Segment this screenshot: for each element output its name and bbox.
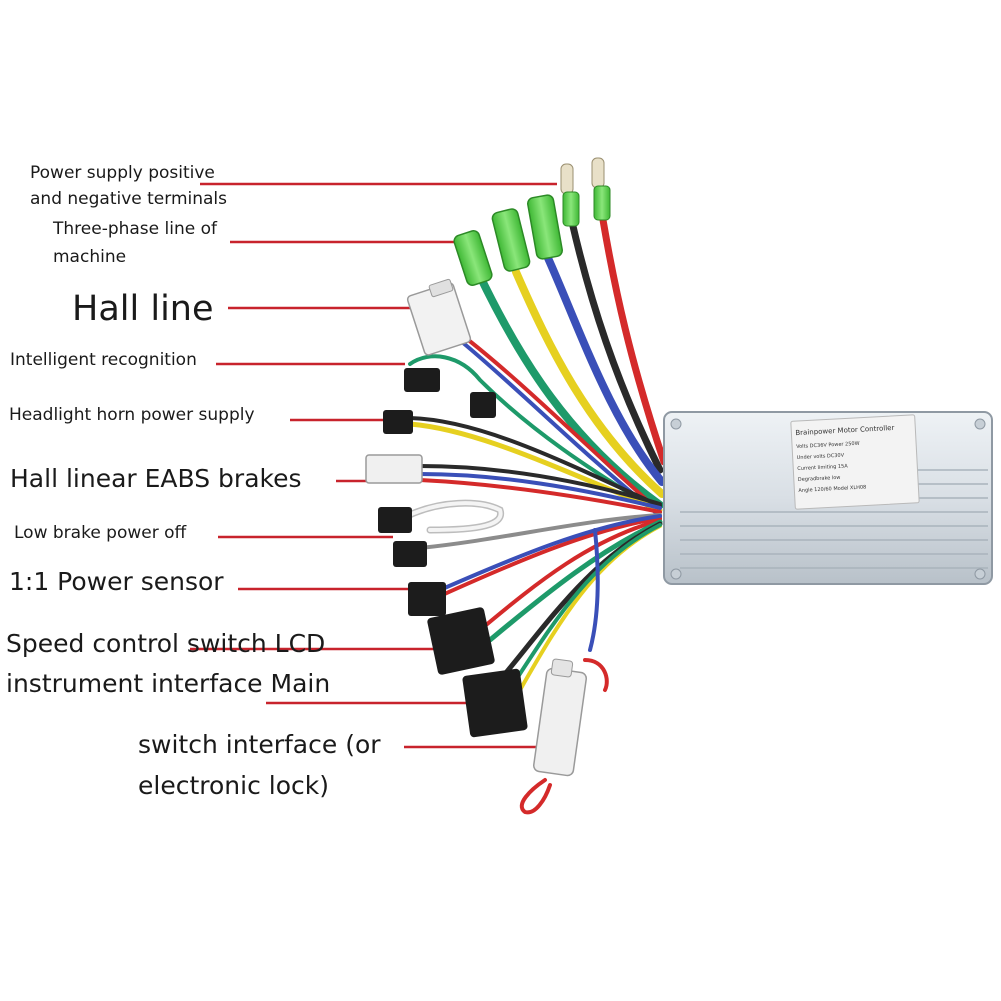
label-hall-line: Hall line	[72, 289, 214, 329]
controller-screw	[974, 568, 986, 580]
connectors	[365, 278, 588, 777]
wire-main-black	[497, 521, 663, 683]
speed-connector	[427, 607, 495, 675]
wire-lowbrake-white-inner	[403, 501, 503, 532]
terminal-red-sleeve	[593, 185, 611, 221]
controller-screw	[670, 568, 682, 580]
wire-lowbrake-gray	[418, 513, 662, 550]
hall-connector-latch	[428, 278, 454, 298]
label-power-sensor: 1:1 Power sensor	[9, 567, 224, 596]
controller-screw	[974, 418, 986, 430]
intelligent-connector	[404, 368, 440, 392]
wire-lock-loop	[519, 778, 552, 815]
wire-eabs-red	[418, 478, 662, 514]
controller-label-line: Under volts DC30V	[797, 453, 845, 462]
phase-terminal-green	[453, 230, 493, 286]
terminal-black-sleeve	[562, 191, 580, 227]
wire-black-power	[568, 218, 664, 474]
wire-main-green	[510, 523, 662, 688]
main-interface-connector	[462, 668, 528, 738]
wire-blue-phase	[544, 254, 666, 486]
terminal-red-bullet	[591, 157, 605, 189]
controller-label-plate	[790, 414, 920, 510]
wire-eabs-black	[418, 464, 662, 506]
label-intelligent-recognition: Intelligent recognition	[10, 350, 197, 370]
wire-head-black	[408, 416, 662, 508]
terminal-black-bullet	[560, 163, 574, 195]
phase-terminal-yellow	[491, 208, 531, 272]
wire-lock-red	[583, 658, 609, 692]
wire-hall-red	[460, 333, 662, 514]
intelligent-connector-2	[470, 392, 496, 418]
controller-label-line: Degradbrake low	[798, 475, 841, 483]
controller-screw	[670, 418, 682, 430]
sensor-connector	[408, 582, 446, 616]
label-headlight-horn: Headlight horn power supply	[9, 405, 255, 425]
wire-green-phase	[474, 268, 664, 509]
controller-label-line: Angle 120/60 Model XLH08	[798, 484, 866, 494]
wire-speed-green	[487, 519, 663, 643]
wire-sensor-blue	[438, 514, 662, 592]
label-low-brake: Low brake power off	[14, 523, 187, 543]
label-hall-eabs: Hall linear EABS brakes	[10, 464, 302, 493]
wire-red-power	[599, 216, 668, 466]
eabs-connector	[365, 454, 423, 484]
controller-label-line: Current limiting 15A	[797, 463, 848, 472]
wire-eabs-blue	[418, 472, 662, 510]
phase-terminal-blue	[527, 194, 563, 260]
lock-connector	[532, 667, 588, 777]
wire-speed-red	[478, 518, 662, 632]
controller-label-line: Volts DC36V Power 250W	[796, 441, 860, 450]
wire-yellow-phase	[512, 268, 666, 498]
controller-fins	[680, 469, 988, 569]
wire-lock-blue	[588, 528, 600, 652]
lowbrake-connector-2	[393, 541, 427, 567]
wire-sensor-red	[438, 516, 662, 598]
motor-controller: Brainpower Motor Controller Volts DC36V …	[663, 411, 993, 585]
power-terminals	[560, 157, 611, 227]
wire-bundle	[401, 216, 668, 815]
headlight-connector	[383, 410, 413, 434]
phase-terminals	[453, 194, 563, 286]
lowbrake-connector-1	[378, 507, 412, 533]
leader-lines	[190, 182, 557, 749]
lock-connector-latch	[550, 658, 574, 678]
